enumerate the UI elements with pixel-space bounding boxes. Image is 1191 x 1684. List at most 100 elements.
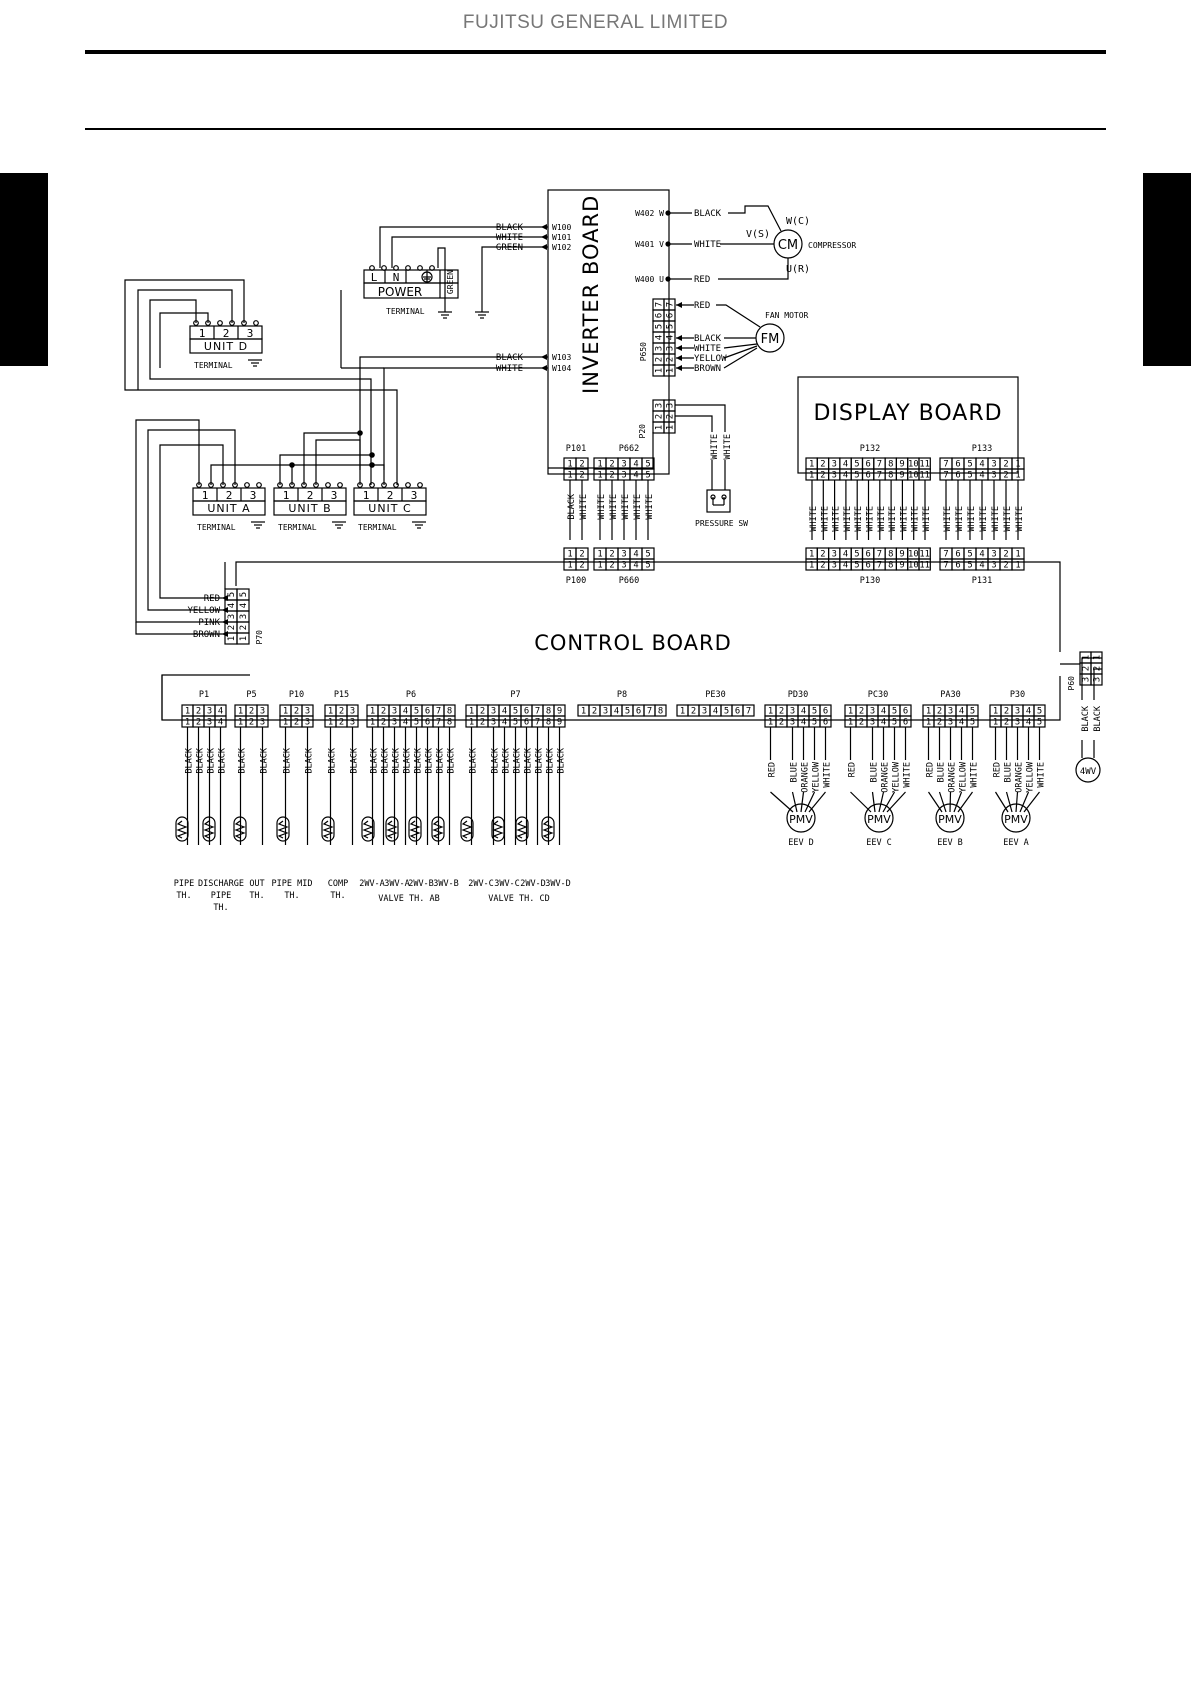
unit-a-terminal-pin-number: 1	[202, 489, 209, 502]
sensor-label: 3WV-B	[433, 879, 459, 889]
p1-wire-label: BLACK	[196, 747, 206, 773]
p132-wire-label: WHITE	[809, 506, 819, 532]
eev-wire	[878, 791, 885, 813]
p132-pin-number: 11	[919, 471, 930, 481]
p6-pin-number: 4	[403, 718, 408, 728]
p8-pin-number: 6	[636, 707, 641, 717]
arrow	[541, 244, 547, 250]
p20-pin-number: 1	[655, 425, 665, 430]
pmv-symbol: PMV	[1004, 813, 1028, 826]
fan-motor-symbol: FM	[761, 332, 780, 347]
pmv-motor-icon	[1001, 803, 1031, 833]
eev-wire	[871, 791, 876, 813]
p650-pin-number: 2	[655, 357, 665, 362]
p15-pin-number: 2	[339, 707, 344, 717]
pa30-pin-number: 5	[970, 707, 975, 717]
p7-pin-number: 8	[546, 718, 551, 728]
arrow	[222, 595, 228, 601]
p60-wire-label: BLACK	[1081, 705, 1091, 731]
p132-pin-number: 2	[820, 460, 825, 470]
p1-pin-number: 4	[218, 707, 223, 717]
p650-pin-number: 7	[666, 302, 676, 307]
p660-pin-number: 2	[609, 550, 614, 560]
pressure-wire-label: WHITE	[723, 434, 733, 460]
p101-pin-number: 1	[567, 471, 572, 481]
p15-label: P15	[334, 690, 349, 700]
p131-pin-number: 7	[943, 550, 948, 560]
pressure-wire	[675, 404, 726, 432]
eev-wire	[1019, 791, 1030, 813]
thermistor-icon	[277, 820, 289, 839]
sensor-label: PIPE	[174, 879, 194, 889]
pe30-pin-number: 3	[702, 707, 707, 717]
p6-pin-number: 3	[392, 707, 397, 717]
p60-wire	[1081, 657, 1102, 700]
pe30-pin-number: 6	[735, 707, 740, 717]
inverter-input-wire-label: GREEN	[496, 243, 523, 253]
unit-b-terminal-pin-number: 2	[307, 489, 314, 502]
p101-pin-number: 2	[579, 460, 584, 470]
header-rule-top	[85, 50, 1106, 54]
p15-pin-number: 1	[328, 718, 333, 728]
p133-pin-number: 1	[1015, 471, 1020, 481]
p30-wire-label: WHITE	[1037, 762, 1047, 788]
p133-pin-number: 6	[955, 471, 960, 481]
p133-pin-number: 4	[979, 471, 984, 481]
p7-pin-number: 3	[491, 707, 496, 717]
p60-pin	[1090, 673, 1103, 686]
p650-pin	[663, 364, 676, 377]
p15-pin-number: 3	[350, 707, 355, 717]
eev-wire	[994, 791, 1009, 813]
p130-pin-number: 1	[809, 550, 814, 560]
wire	[303, 432, 360, 485]
p131-label: P131	[972, 576, 992, 586]
p7-pin-number: 7	[535, 707, 540, 717]
terminal-screw	[337, 482, 343, 488]
left-edge-tab	[0, 173, 48, 366]
p20-pin-number: 3	[655, 403, 665, 408]
thermistor-icon	[431, 816, 445, 842]
fan-motor-wire	[723, 345, 758, 359]
p660-pin	[641, 558, 655, 571]
p650-pin-number: 1	[666, 368, 676, 373]
p70-wire-label: BROWN	[193, 630, 220, 640]
thermistor-icon	[276, 816, 290, 842]
eev-wire	[882, 791, 896, 813]
valve-group-label: VALVE TH. AB	[378, 894, 439, 904]
inverter-input-pin: W100	[552, 223, 571, 232]
p132-pin-number: 10	[908, 471, 919, 481]
p1-pin-number: 1	[185, 707, 190, 717]
control-board	[161, 674, 250, 677]
p132-pin-number: 5	[854, 460, 859, 470]
p130-pin-number: 5	[854, 561, 859, 571]
p131-pin-number: 6	[955, 561, 960, 571]
pa30-pin-number: 3	[948, 707, 953, 717]
p15-pin-number: 3	[350, 718, 355, 728]
thermistor-icon	[234, 820, 246, 839]
p100-pin	[575, 558, 589, 571]
p660-pin-number: 5	[645, 561, 650, 571]
terminal-screw	[393, 482, 399, 488]
pd30-pin-number: 6	[823, 718, 828, 728]
p133-pin-number: 6	[955, 460, 960, 470]
p130-pin-number: 6	[866, 561, 871, 571]
inverter-input-wire-label: BLACK	[496, 223, 524, 233]
p662-pin-number: 4	[633, 460, 638, 470]
eev-wire	[1005, 791, 1013, 813]
pressure-switch-label: PRESSURE SW	[695, 519, 748, 528]
pe30-pin-number: 7	[746, 707, 751, 717]
eev-label: EEV C	[866, 838, 892, 848]
pa30-pin-number: 4	[959, 718, 964, 728]
pmv-symbol: PMV	[867, 813, 891, 826]
thermistor-icon	[515, 816, 529, 842]
p130-pin-number: 11	[919, 561, 930, 571]
power-terminal-bottom	[363, 282, 459, 299]
p132-wire-label: WHITE	[922, 506, 932, 532]
p7-wire-label: BLACK	[469, 747, 479, 773]
sensor-label: 2WV-B	[408, 879, 434, 889]
p132-wire-label: WHITE	[899, 506, 909, 532]
p130-pin-number: 9	[899, 561, 904, 571]
thermistor-icon	[491, 816, 505, 842]
pa30-wire-label: YELLOW	[959, 761, 969, 793]
wire	[159, 312, 209, 368]
